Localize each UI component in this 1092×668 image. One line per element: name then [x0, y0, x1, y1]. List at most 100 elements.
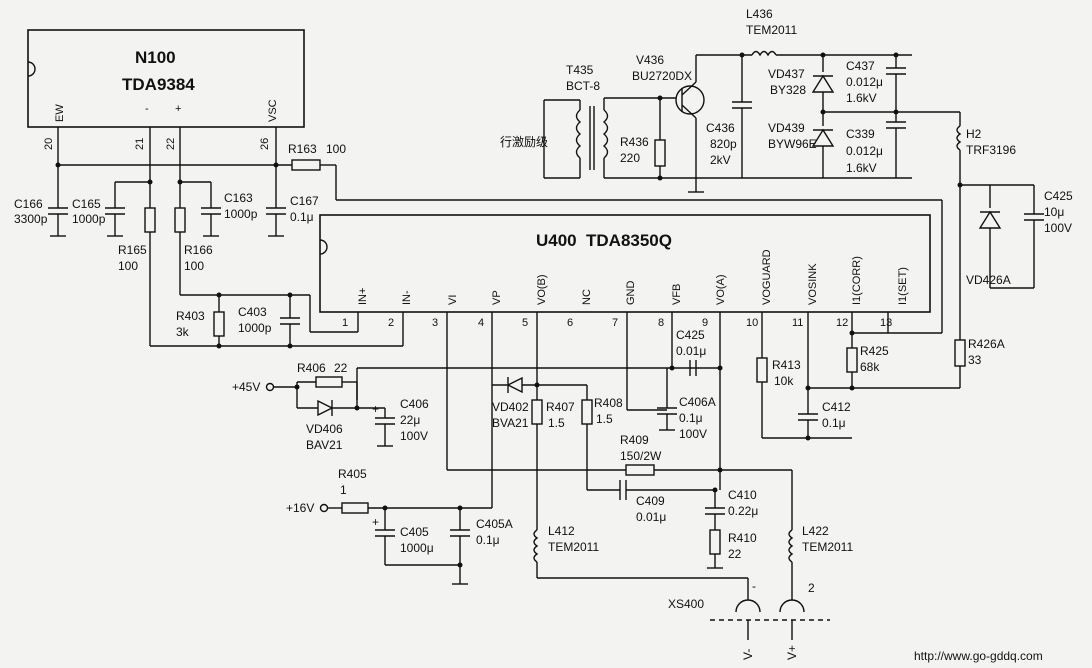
label-l412-ref: L412 [548, 524, 575, 538]
label-c412-val: 0.1μ [822, 416, 846, 430]
label-r403-val: 3k [176, 325, 190, 339]
label-c163-ref: C163 [224, 191, 253, 205]
ic-n100: N100 TDA9384 EW - + VSC 20 21 22 26 [27, 29, 305, 150]
ic-u400-ref: U400 [536, 231, 577, 250]
label-l412-val: TEM2011 [548, 540, 599, 554]
label-r436-val: 220 [620, 151, 640, 165]
watermark-url: http://www.go-gddq.com [914, 649, 1043, 663]
u400-pin-name-4: VP [491, 290, 503, 305]
label-c165-val: 1000p [72, 212, 106, 226]
n100-pin-num-21: 21 [134, 138, 146, 150]
label-vd437-ref: VD437 [768, 67, 805, 81]
label-c412-ref: C412 [822, 400, 851, 414]
label-vd437-val: BY328 [770, 83, 806, 97]
ic-n100-ref: N100 [135, 48, 176, 67]
n100-pin-num-22: 22 [165, 138, 177, 150]
label-h2-val: TRF3196 [966, 143, 1016, 157]
n100-pin-name-vsc: VSC [267, 99, 279, 122]
label-r405-val: 1 [340, 483, 347, 497]
u400-pin-name-8: VFB [671, 284, 683, 305]
label-c425b-ref: C425 [1044, 189, 1073, 203]
u400-pin-num-13: 13 [880, 317, 892, 329]
u400-pin-name-3: VI [447, 295, 459, 305]
label-c167-ref: C167 [290, 194, 319, 208]
label-c406-ref: C406 [400, 397, 429, 411]
label-r163-val: 100 [326, 142, 346, 156]
label-r408-val: 1.5 [596, 412, 613, 426]
n100-pin-name-minus: - [145, 103, 149, 115]
label-r403-ref: R403 [176, 309, 205, 323]
label-c437-val1: 0.012μ [846, 75, 883, 89]
label-r163-ref: R163 [288, 142, 317, 156]
label-t435-val: BCT-8 [566, 79, 600, 93]
label-vd439-val: BYW96E [768, 137, 817, 151]
label-c436-val2: 2kV [710, 153, 731, 167]
label-r407-val: 1.5 [548, 416, 565, 430]
label-c436-ref: C436 [706, 121, 735, 135]
label-r406-val: 22 [334, 361, 348, 375]
n100-pin-name-plus: + [175, 103, 181, 115]
label-r413-val: 10k [774, 374, 794, 388]
label-r166-ref: R166 [184, 243, 213, 257]
label-v-plus: V+ [785, 645, 799, 660]
n100-pin-num-20: 20 [43, 138, 55, 150]
u400-pin-name-9: VO(A) [715, 274, 727, 305]
u400-pin-num-5: 5 [522, 317, 528, 329]
label-c425-val: 0.01μ [676, 344, 706, 358]
label-vd426a-ref: VD426A [966, 273, 1011, 287]
u400-pin-num-4: 4 [478, 317, 484, 329]
label-r410-val: 22 [728, 547, 742, 561]
label-c406-val2: 100V [400, 429, 428, 443]
supply-45v: + [265, 376, 395, 447]
ic-n100-body [27, 29, 305, 128]
ic-n100-part: TDA9384 [122, 75, 195, 94]
label-c409-ref: C409 [636, 494, 665, 508]
svg-text:+: + [372, 515, 379, 529]
u400-pin-name-5: VO(B) [536, 274, 548, 305]
label-r426a-val: 33 [968, 353, 982, 367]
u400-pin-name-1: IN+ [357, 288, 369, 305]
label-vd439-ref: VD439 [768, 121, 805, 135]
label-c406a-ref: C406A [679, 395, 716, 409]
label-c339-val2: 1.6kV [846, 161, 877, 175]
label-c406a-val2: 100V [679, 427, 707, 441]
label-c409-val: 0.01μ [636, 510, 666, 524]
u400-pin-num-7: 7 [612, 317, 618, 329]
label-l436-val: TEM2011 [746, 23, 797, 37]
n100-pin-name-ew: EW [54, 104, 66, 122]
u400-pin-num-6: 6 [567, 317, 573, 329]
u400-pin-name-12: I1(CORR) [851, 256, 863, 305]
label-c410-ref: C410 [728, 488, 757, 502]
label-l436-ref: L436 [746, 7, 773, 21]
label-r436-ref: R436 [620, 135, 649, 149]
label-c437-val2: 1.6kV [846, 91, 877, 105]
label-xs400: XS400 [668, 597, 704, 611]
label-xs-two: 2 [808, 581, 815, 595]
u400-pin-name-10: VOGUARD [761, 249, 773, 305]
label-c406-val1: 22μ [400, 413, 420, 427]
label-r426a-ref: R426A [968, 337, 1005, 351]
label-c405-val: 1000μ [400, 541, 434, 555]
ic-n100-notch [27, 61, 36, 77]
label-h2-ref: H2 [966, 127, 982, 141]
label-v-minus: V- [741, 649, 755, 660]
u400-pin-name-6: NC [581, 289, 593, 305]
label-c339-ref: C339 [846, 127, 875, 141]
u400-pin-num-3: 3 [432, 317, 438, 329]
ic-u400: U400 TDA8350Q IN+ IN- VI VP VO(B) NC GND… [319, 214, 931, 329]
label-r408-ref: R408 [594, 396, 623, 410]
label-c166-val: 3300p [14, 212, 48, 226]
label-xs-minus: - [752, 579, 756, 593]
label-c425b-val1: 10μ [1044, 205, 1064, 219]
label-c403-ref: C403 [238, 305, 267, 319]
u400-wiring [213, 294, 960, 600]
label-r409-ref: R409 [620, 433, 649, 447]
label-vd402-val: BVA21 [492, 416, 529, 430]
n100-pin-num-26: 26 [259, 138, 271, 150]
label-c339-val1: 0.012μ [846, 144, 883, 158]
label-c405-ref: C405 [400, 525, 429, 539]
label-l422-val: TEM2011 [802, 540, 853, 554]
label-r409-val: 150/2W [620, 449, 662, 463]
supply-16v: + [319, 502, 470, 585]
label-c410-val: 0.22μ [728, 504, 758, 518]
